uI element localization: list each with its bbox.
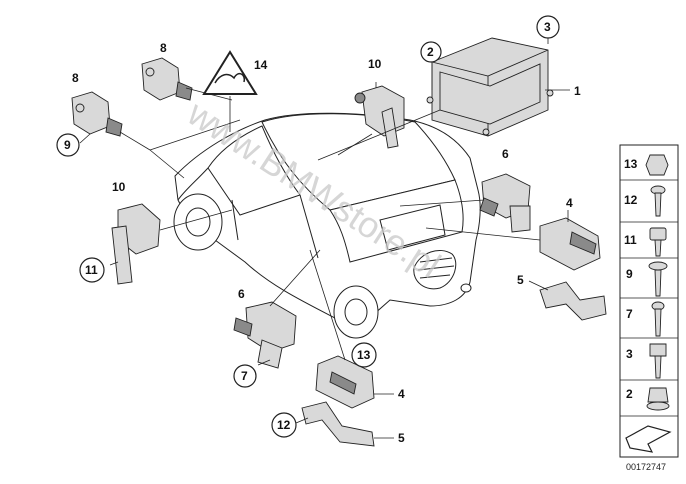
- callout-3-circle: [536, 15, 560, 39]
- callout-2-circle: [420, 41, 442, 63]
- callout-4-lower: 4: [398, 387, 405, 401]
- direction-arrow-icon: [625, 425, 672, 453]
- flange-nut-icon: [646, 387, 670, 411]
- legend-item-3: 9: [626, 267, 633, 281]
- callout-14: 14: [254, 58, 268, 72]
- callout-6-lower: 6: [238, 287, 245, 301]
- screw-icon: [650, 185, 666, 217]
- callout-13-circle: [351, 342, 377, 368]
- callout-10-lower: 10: [112, 180, 126, 194]
- nut-icon: [645, 154, 669, 176]
- sensor-part-4-upper: [539, 217, 601, 271]
- callout-10-upper: 10: [368, 57, 382, 71]
- bracket-part-5-lower: [301, 401, 375, 447]
- callout-7: 7: [241, 369, 248, 383]
- sensor-part-10-lower: [111, 203, 161, 285]
- callout-4-upper: 4: [566, 196, 573, 210]
- callout-13: 13: [357, 348, 371, 362]
- callout-12: 12: [277, 418, 291, 432]
- legend-item-1: 12: [624, 193, 638, 207]
- callout-6-upper: 6: [502, 147, 509, 161]
- callout-2: 2: [427, 45, 434, 59]
- bolt-icon: [649, 227, 667, 257]
- crash-sensor-part-lower: [71, 91, 123, 137]
- legend-item-2: 11: [624, 233, 637, 247]
- bracket-part-5-upper: [539, 281, 607, 321]
- sensor-part-10-upper: [354, 85, 405, 149]
- callout-11: 11: [85, 263, 98, 277]
- callout-11-circle: [79, 257, 105, 283]
- legend-item-5: 3: [626, 347, 633, 361]
- sensor-part-6-lower: [233, 301, 297, 369]
- legend-frame: [619, 144, 679, 458]
- callout-1: 1: [574, 84, 581, 98]
- callout-5-lower: 5: [398, 431, 405, 445]
- legend-item-6: 2: [626, 387, 633, 401]
- control-unit-part: [426, 37, 554, 137]
- callout-7-circle: [233, 364, 257, 388]
- washer-screw-icon: [648, 261, 668, 297]
- legend-item-0: 13: [624, 157, 638, 171]
- callout-8-upper: 8: [160, 41, 167, 55]
- callout-labels: 1 2 3 4 4 5 5 6 6 7 8 8 9 10 10 11 12 13…: [56, 15, 581, 445]
- sensor-part-6-upper: [479, 173, 531, 233]
- callout-9: 9: [64, 138, 71, 152]
- callout-12-circle: [271, 412, 297, 438]
- sensor-part-4-lower: [315, 355, 375, 409]
- hardware-legend: 13 12 11 9 7 3 2: [619, 144, 679, 458]
- callout-8-lower: 8: [72, 71, 79, 85]
- diagram-id: 00172747: [626, 462, 666, 472]
- callout-5-upper: 5: [517, 273, 524, 287]
- crash-sensor-part-upper: [141, 57, 193, 101]
- car-outline: [173, 112, 481, 339]
- warning-label-part: [202, 50, 258, 95]
- machine-screw-icon: [651, 301, 665, 337]
- callout-3: 3: [544, 20, 551, 34]
- hex-bolt-icon: [649, 343, 667, 379]
- callout-9-circle: [56, 133, 80, 157]
- legend-item-4: 7: [626, 307, 633, 321]
- leader-lines: [79, 38, 570, 439]
